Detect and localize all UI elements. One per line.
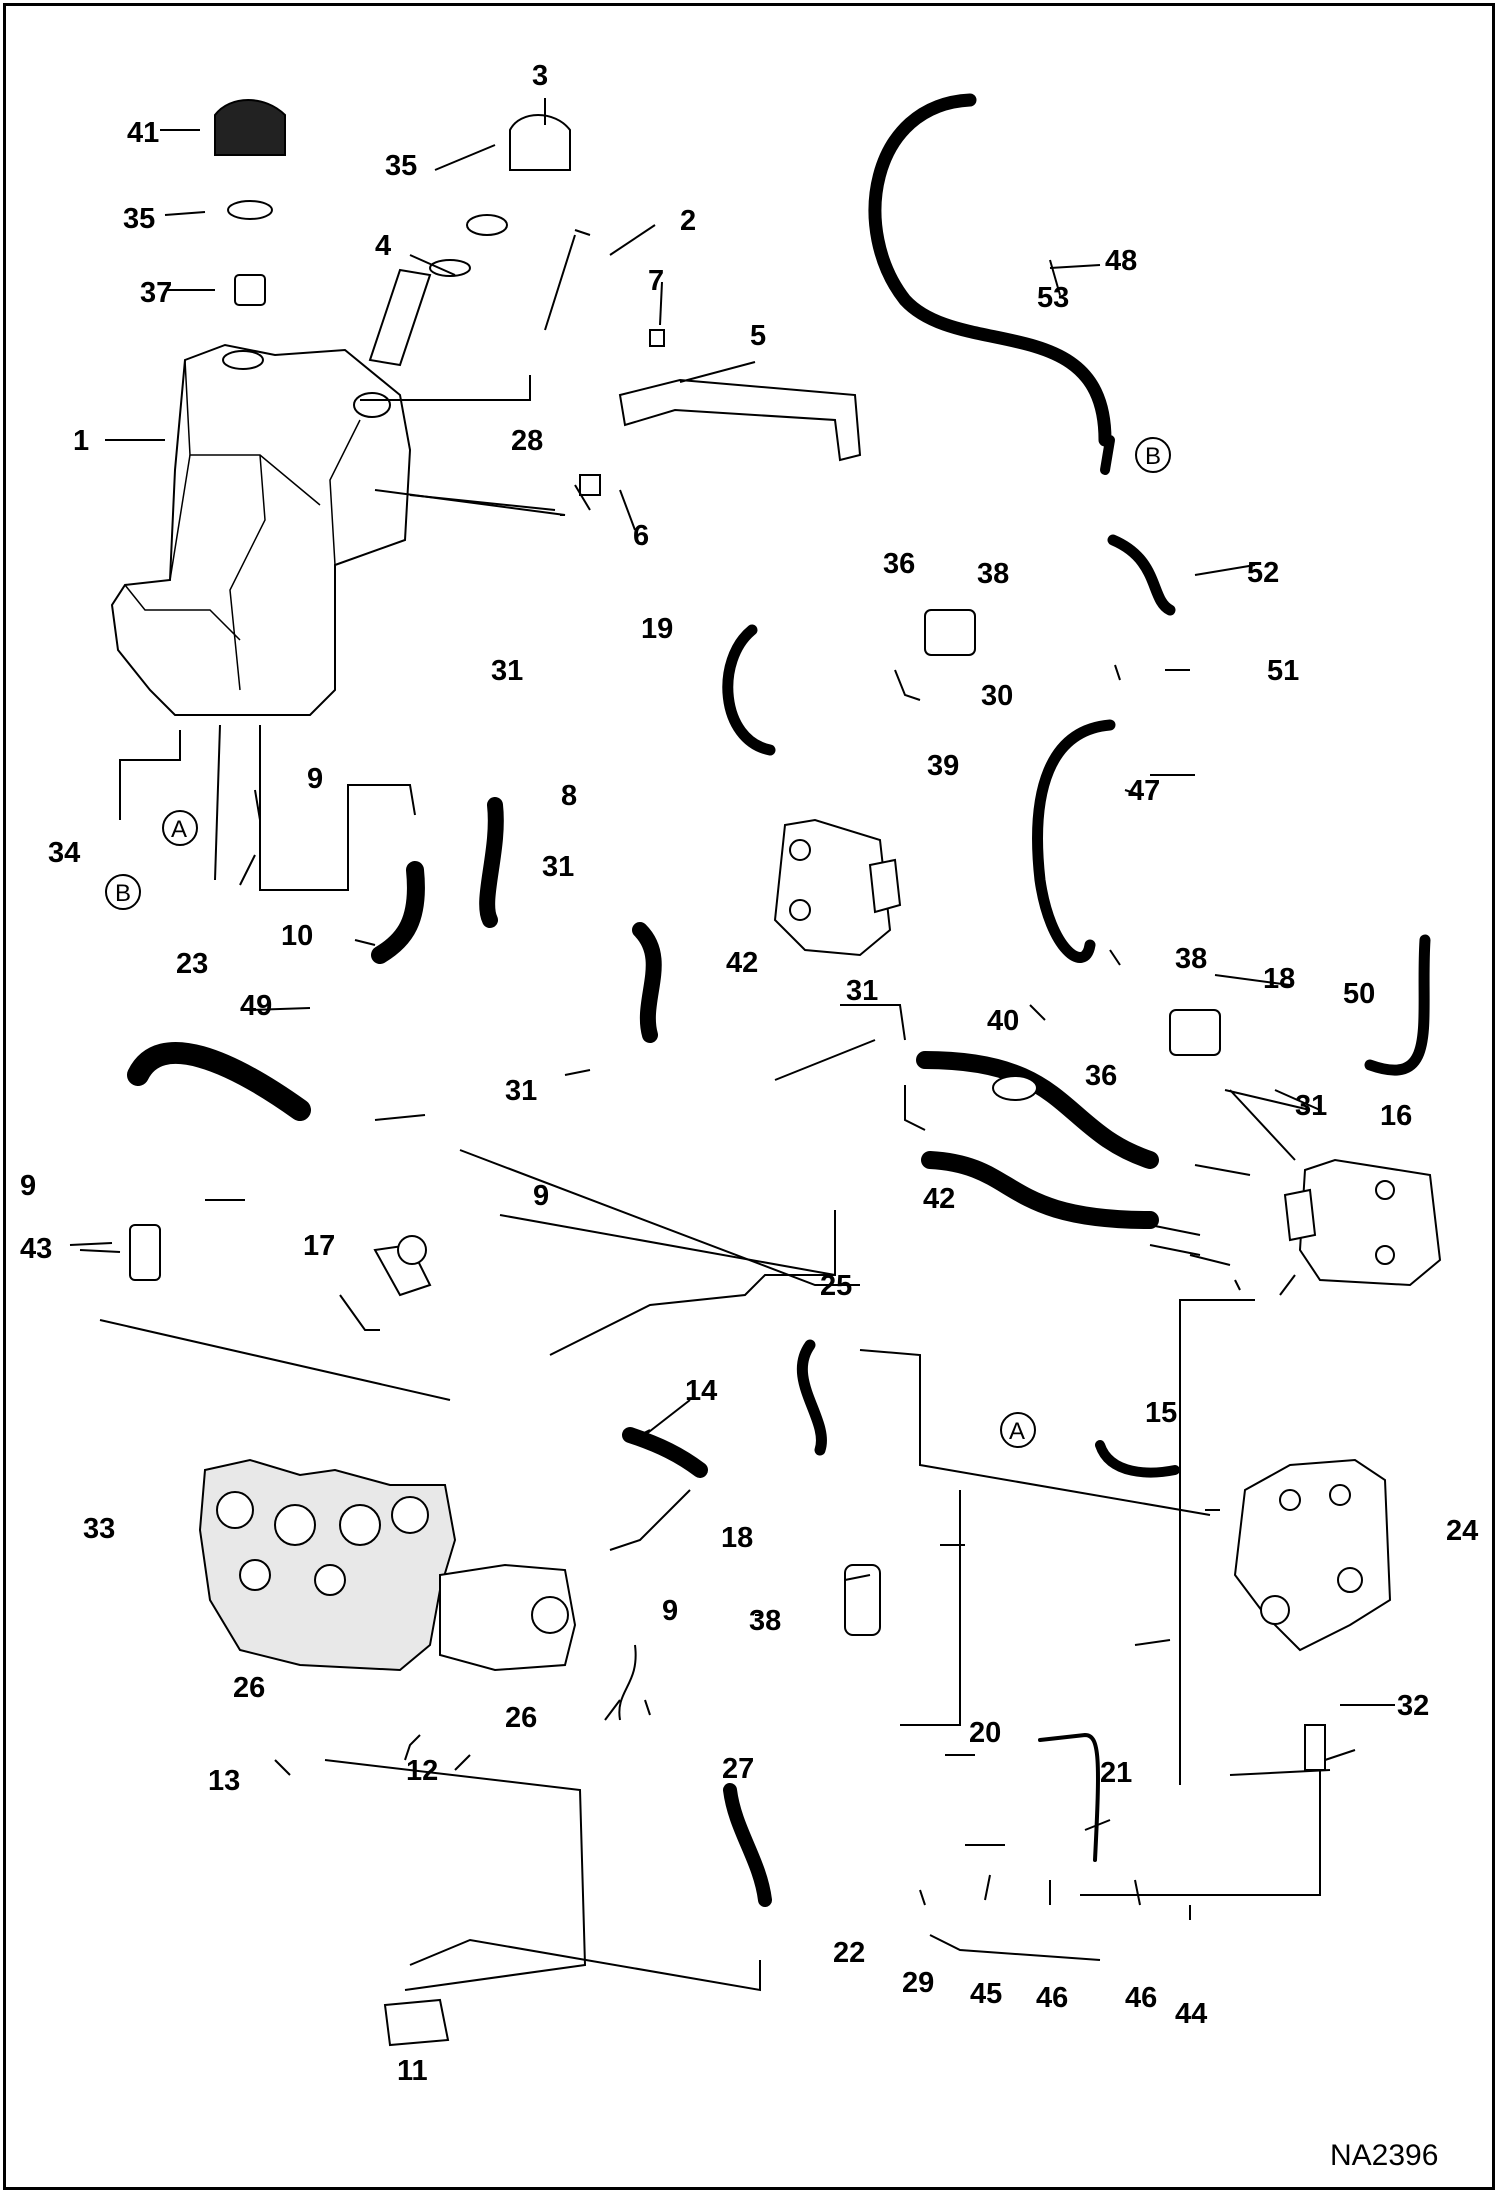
callout-5: 5 <box>750 320 766 352</box>
callout-50: 50 <box>1343 978 1375 1010</box>
callout-53: 53 <box>1037 282 1069 314</box>
marker-b-hose: B <box>1135 437 1171 473</box>
callout-46b: 46 <box>1125 1982 1157 2014</box>
callout-29: 29 <box>902 1967 934 1999</box>
callout-18a: 18 <box>1263 963 1295 995</box>
svg-text:A: A <box>1009 1418 1025 1445</box>
callout-31d: 31 <box>505 1075 537 1107</box>
callout-33: 33 <box>83 1513 115 1545</box>
callout-47: 47 <box>1128 775 1160 807</box>
callout-18b: 18 <box>721 1522 753 1554</box>
svg-text:B: B <box>1145 443 1161 470</box>
callout-43: 43 <box>20 1233 52 1265</box>
callout-39: 39 <box>927 750 959 782</box>
drive-motor-lower <box>1283 1158 1442 1287</box>
callout-38b: 38 <box>1175 943 1207 975</box>
control-valve <box>1233 1458 1392 1652</box>
callout-9a: 9 <box>307 763 323 795</box>
callout-8: 8 <box>561 780 577 812</box>
callout-13: 13 <box>208 1765 240 1797</box>
callout-27: 27 <box>722 1753 754 1785</box>
callout-7: 7 <box>648 265 664 297</box>
callout-42a: 42 <box>726 947 758 979</box>
callout-4: 4 <box>375 230 391 262</box>
callout-28: 28 <box>511 425 543 457</box>
callout-25: 25 <box>820 1270 852 1302</box>
callout-30: 30 <box>981 680 1013 712</box>
callout-2: 2 <box>680 205 696 237</box>
callout-35b: 35 <box>385 150 417 182</box>
callout-38c: 38 <box>749 1605 781 1637</box>
callout-6: 6 <box>633 520 649 552</box>
callout-44: 44 <box>1175 1998 1207 2030</box>
callout-36b: 36 <box>1085 1060 1117 1092</box>
callout-26a: 26 <box>233 1672 265 1704</box>
callout-48: 48 <box>1105 245 1137 277</box>
callout-46a: 46 <box>1036 1982 1068 2014</box>
callout-10: 10 <box>281 920 313 952</box>
callout-31c: 31 <box>846 975 878 1007</box>
callout-17: 17 <box>303 1230 335 1262</box>
hoses <box>127 93 1431 1907</box>
marker-b-tank: B <box>105 874 141 910</box>
callout-23: 23 <box>176 948 208 980</box>
callout-38a: 38 <box>977 558 1009 590</box>
svg-text:B: B <box>115 880 131 907</box>
callout-12: 12 <box>406 1755 438 1787</box>
callout-20: 20 <box>969 1717 1001 1749</box>
callout-42b: 42 <box>923 1183 955 1215</box>
callout-16: 16 <box>1380 1100 1412 1132</box>
callout-40: 40 <box>987 1005 1019 1037</box>
marker-a-valve: A <box>1000 1412 1036 1448</box>
callout-49: 49 <box>240 990 272 1022</box>
marker-a-tank: A <box>162 810 198 846</box>
hydraulic-pump <box>198 1458 577 1672</box>
diagram-code: NA2396 <box>1330 2139 1438 2172</box>
callout-31e: 31 <box>1295 1090 1327 1122</box>
leader-lines <box>69 98 1395 1992</box>
callout-9b: 9 <box>20 1170 36 1202</box>
callout-31b: 31 <box>542 851 574 883</box>
callout-9d: 9 <box>662 1595 678 1627</box>
callout-3: 3 <box>532 60 548 92</box>
callout-36a: 36 <box>883 548 915 580</box>
callout-14: 14 <box>685 1375 717 1407</box>
hydraulic-tank <box>110 343 412 716</box>
callout-26b: 26 <box>505 1702 537 1734</box>
callout-41: 41 <box>127 117 159 149</box>
callout-32: 32 <box>1397 1690 1429 1722</box>
callout-22: 22 <box>833 1937 865 1969</box>
callout-51: 51 <box>1267 655 1299 687</box>
callout-35a: 35 <box>123 203 155 235</box>
callout-9c: 9 <box>533 1180 549 1212</box>
callout-15: 15 <box>1145 1397 1177 1429</box>
callout-19: 19 <box>641 613 673 645</box>
connector-markers: A B B A <box>105 437 1171 1448</box>
callout-37: 37 <box>140 277 172 309</box>
callout-34: 34 <box>48 837 80 869</box>
callout-21: 21 <box>1100 1757 1132 1789</box>
callout-52: 52 <box>1247 557 1279 589</box>
callout-24: 24 <box>1446 1515 1478 1547</box>
callout-31a: 31 <box>491 655 523 687</box>
callout-11: 11 <box>397 2055 428 2087</box>
callout-labels: 1 2 3 4 5 6 7 8 9 9 9 9 10 11 12 13 14 1… <box>20 60 1478 2087</box>
svg-text:A: A <box>171 816 187 843</box>
small-parts <box>129 99 1326 2047</box>
drive-motor-upper <box>773 818 902 957</box>
callout-1: 1 <box>73 425 89 457</box>
callout-45: 45 <box>970 1978 1002 2010</box>
